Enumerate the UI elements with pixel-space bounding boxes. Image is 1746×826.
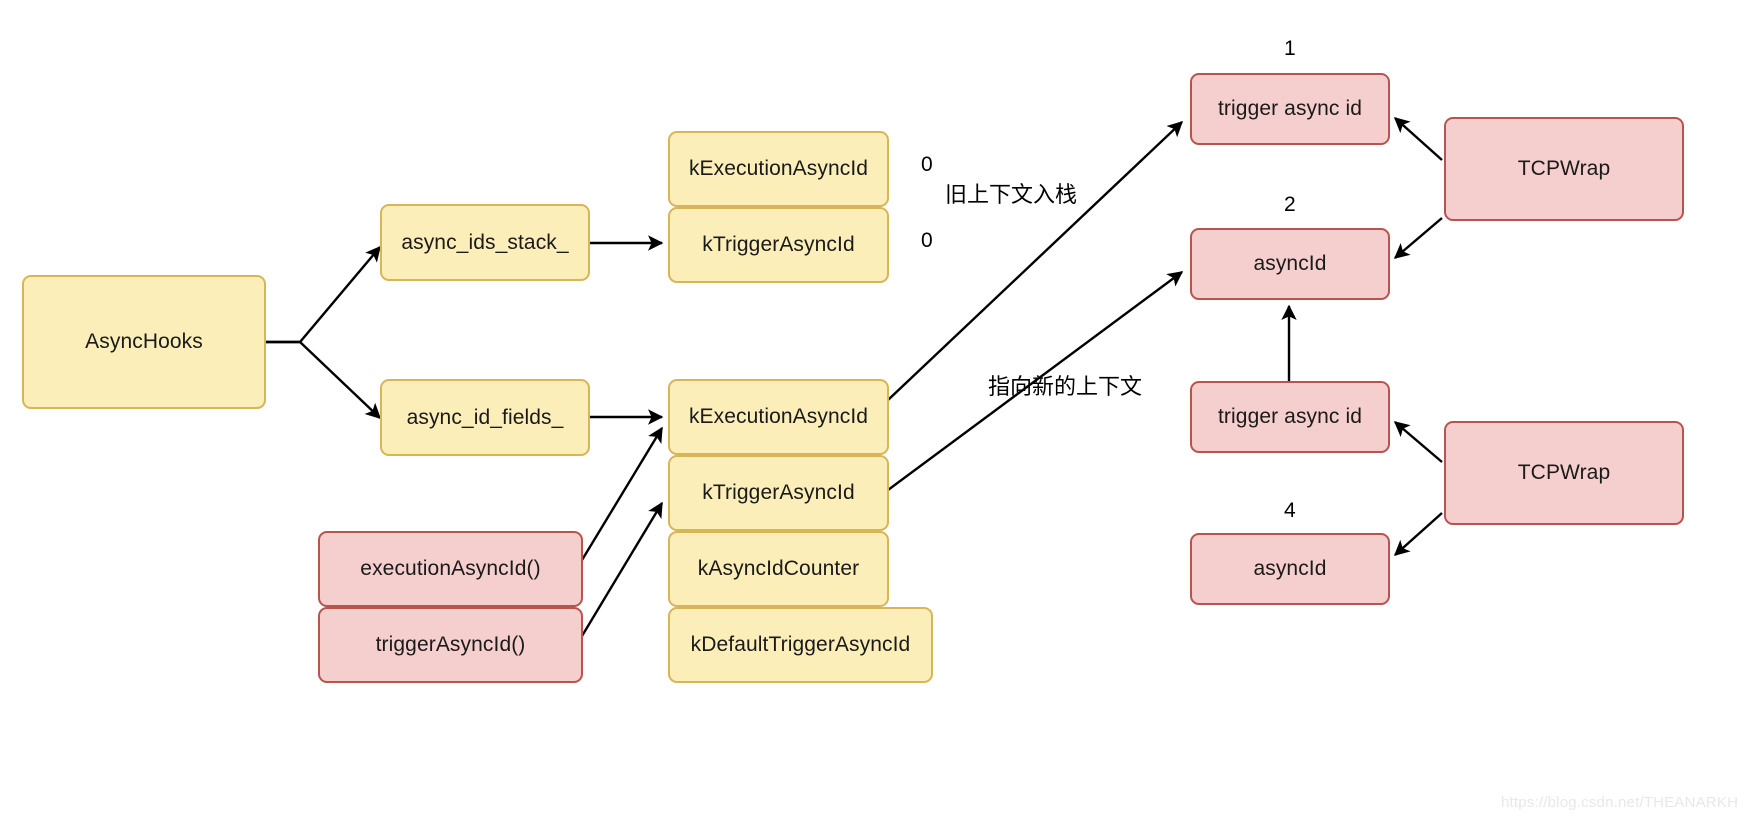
value-stack-trigger-async-id: 0 [921,229,933,252]
node-async-hooks-label: AsyncHooks [85,330,203,354]
node-tcpwrap-top[interactable]: TCPWrap [1444,117,1684,221]
node-stack-ktriggerasyncid[interactable]: kTriggerAsyncId [668,207,889,283]
node-async-id-fields-label: async_id_fields_ [406,405,564,429]
value-ctx2-async-number: 4 [1284,499,1296,522]
node-triggerasyncid-function[interactable]: triggerAsyncId() [318,607,583,683]
node-ctx1-async-id-label: asyncId [1253,252,1327,276]
edge-label-push-old-context: 旧上下文入栈 [945,183,1078,208]
node-ctx2-trigger-async-id[interactable]: trigger async id [1190,381,1390,453]
node-ctx2-async-id[interactable]: asyncId [1190,533,1390,605]
node-fields-kasyncidcounter-label: kAsyncIdCounter [697,557,860,581]
edge-asynchooks-to-id-fields [266,340,382,419]
node-tcpwrap-bottom-label: TCPWrap [1517,461,1611,485]
node-fields-kdefaulttriggerasyncid-label: kDefaultTriggerAsyncId [690,633,911,657]
watermark: https://blog.csdn.net/THEANARKH [1501,794,1739,811]
node-fields-kexecutionasyncid[interactable]: kExecutionAsyncId [668,379,889,455]
edge-tcpwrap-bottom-to-ctx2-trigger [1393,421,1443,463]
value-ctx1-async-number: 2 [1284,193,1296,216]
edge-tcpwrap-bottom-to-ctx2-async [1393,512,1443,556]
node-async-id-fields[interactable]: async_id_fields_ [380,379,590,456]
edge-tcpwrap-top-to-ctx1-async [1393,217,1443,259]
node-stack-kexecutionasyncid-label: kExecutionAsyncId [688,157,869,181]
edge-tcpwrap-top-to-ctx1-trigger [1393,117,1443,161]
node-tcpwrap-bottom[interactable]: TCPWrap [1444,421,1684,525]
node-ctx1-async-id[interactable]: asyncId [1190,228,1390,300]
edge-asynchooks-to-ids-stack [266,245,381,344]
edge-label-point-to-new-context: 指向新的上下文 [988,375,1143,400]
node-ctx2-trigger-async-id-label: trigger async id [1218,405,1362,429]
node-stack-kexecutionasyncid[interactable]: kExecutionAsyncId [668,131,889,207]
node-fields-ktriggerasyncid[interactable]: kTriggerAsyncId [668,455,889,531]
node-triggerasyncid-function-label: triggerAsyncId() [375,633,526,657]
node-executionasyncid-function-label: executionAsyncId() [360,557,541,581]
node-fields-kdefaulttriggerasyncid[interactable]: kDefaultTriggerAsyncId [668,607,933,683]
node-fields-ktriggerasyncid-label: kTriggerAsyncId [702,481,855,505]
value-stack-execution-async-id: 0 [921,153,933,176]
edge-executionasyncid-to-kexecutionasyncid [580,426,664,561]
node-async-ids-stack-label: async_ids_stack_ [401,230,569,254]
node-async-hooks[interactable]: AsyncHooks [22,275,266,409]
node-ctx1-trigger-async-id[interactable]: trigger async id [1190,73,1390,145]
node-stack-ktriggerasyncid-label: kTriggerAsyncId [702,233,855,257]
value-ctx1-trigger-number: 1 [1284,37,1296,60]
node-ctx2-async-id-label: asyncId [1253,557,1327,581]
edge-triggerasyncid-to-ktriggerasyncid [580,501,664,637]
node-async-ids-stack[interactable]: async_ids_stack_ [380,204,590,281]
node-ctx1-trigger-async-id-label: trigger async id [1218,97,1362,121]
node-tcpwrap-top-label: TCPWrap [1517,157,1611,181]
node-fields-kasyncidcounter[interactable]: kAsyncIdCounter [668,531,889,607]
node-fields-kexecutionasyncid-label: kExecutionAsyncId [688,405,869,429]
node-executionasyncid-function[interactable]: executionAsyncId() [318,531,583,607]
